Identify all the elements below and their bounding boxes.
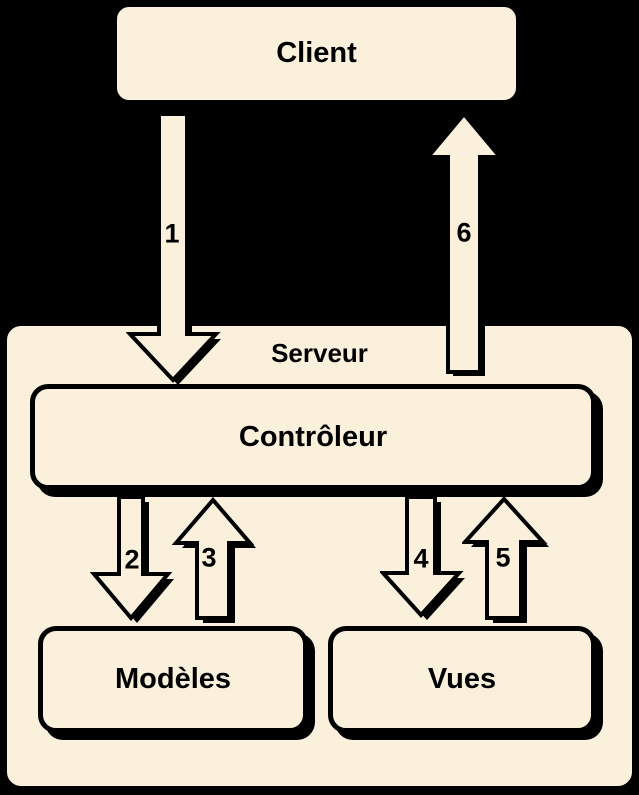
client-node: Client	[113, 3, 520, 104]
views-node: Vues	[328, 626, 596, 733]
models-node: Modèles	[38, 626, 308, 733]
arrow-5-up-icon	[462, 496, 549, 623]
controller-node: Contrôleur	[30, 384, 596, 490]
arrow-1-label: 1	[164, 218, 180, 249]
arrow-2-down-icon	[90, 495, 174, 623]
models-node-label: Modèles	[114, 663, 232, 695]
arrow-3-up-icon	[172, 496, 256, 623]
arrow-4-down-icon	[380, 495, 465, 620]
arrow-6-label: 6	[456, 217, 472, 248]
views-node-label: Vues	[427, 663, 497, 695]
arrow-2-label: 2	[124, 544, 140, 575]
arrow-5-label: 5	[495, 542, 511, 573]
arrow-6-up-icon	[424, 110, 505, 376]
controller-node-label: Contrôleur	[238, 420, 388, 453]
arrow-4-label: 4	[413, 543, 429, 574]
client-node-label: Client	[276, 37, 357, 69]
server-container-label: Serveur	[271, 338, 368, 368]
arrow-1-down-icon	[126, 112, 221, 385]
arrow-3-label: 3	[201, 542, 217, 573]
